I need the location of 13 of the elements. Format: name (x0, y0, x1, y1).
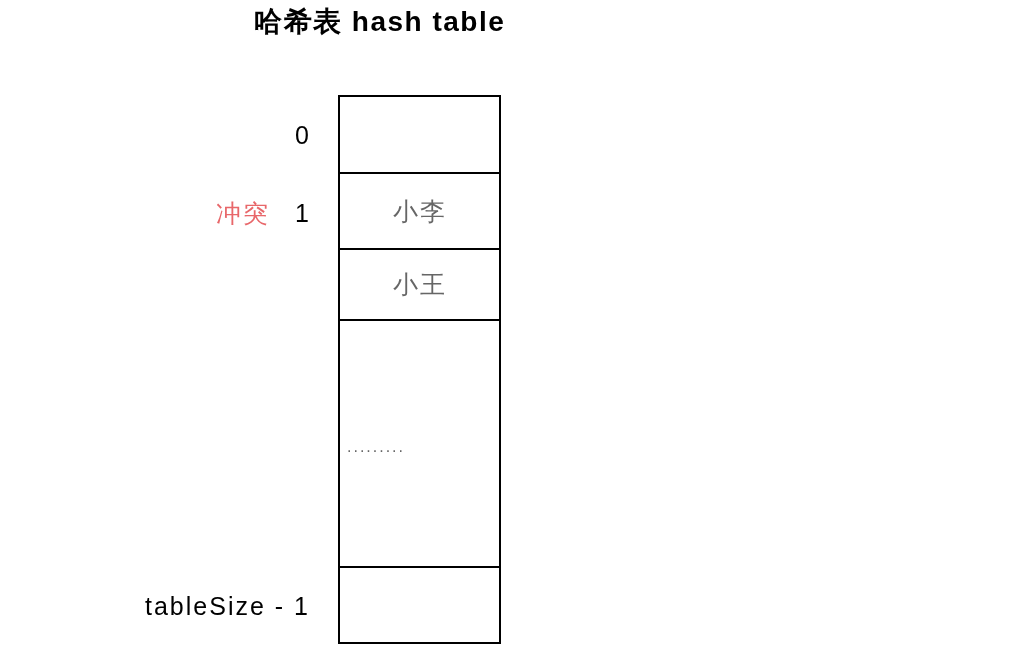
table-cell (338, 566, 501, 644)
table-cell (338, 319, 501, 568)
table-cell (338, 95, 501, 174)
table-cell (338, 172, 501, 250)
table-cell (338, 248, 501, 321)
index-label: tableSize - 1 (145, 593, 310, 619)
index-label: 0 (295, 122, 311, 148)
note-text: 冲突 (216, 200, 270, 226)
index-label: 1 (295, 200, 311, 226)
cell-text: 小王 (392, 272, 447, 297)
title: 哈希表 hash table (254, 7, 506, 38)
ellipsis-text: ......... (347, 439, 405, 455)
cell-text: 小李 (392, 198, 447, 224)
